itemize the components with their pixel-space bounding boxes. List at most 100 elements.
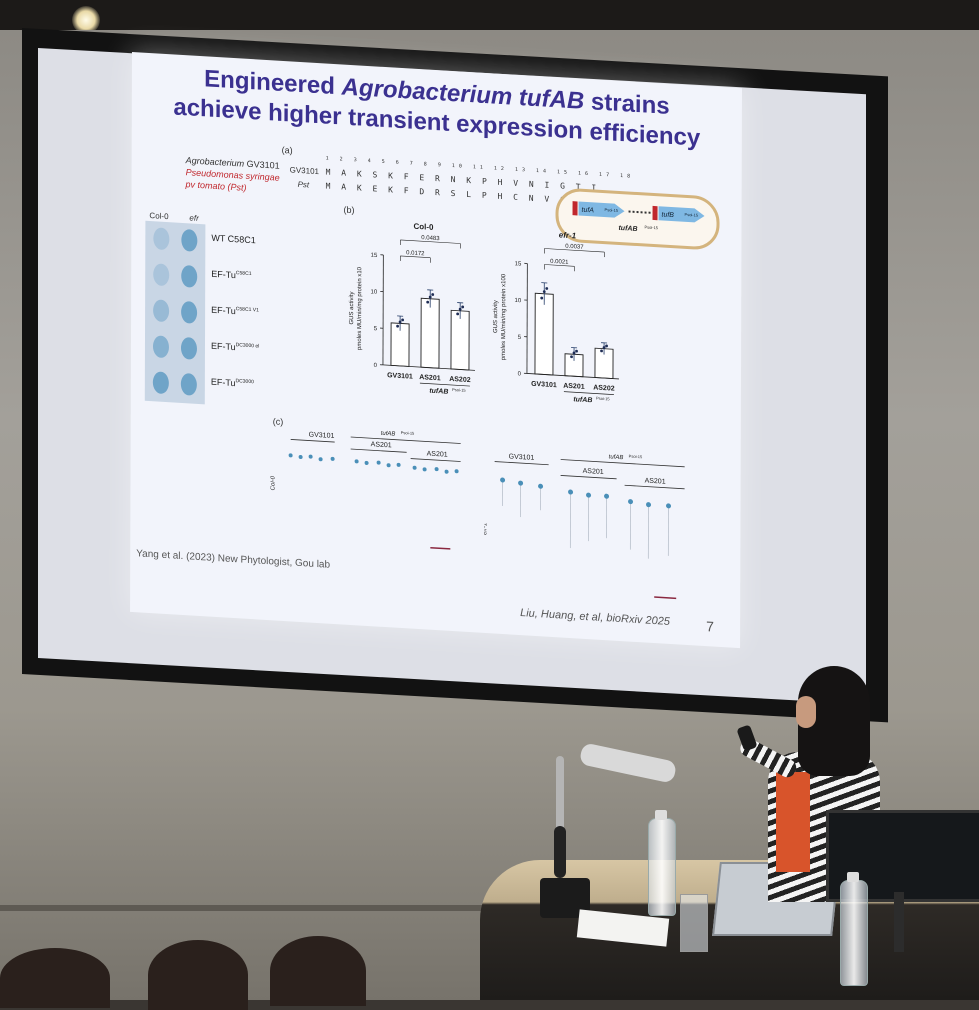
leaf-efr-2 bbox=[181, 265, 197, 288]
efr-as201-label-a: AS201 bbox=[583, 468, 604, 476]
y-axis-label-line2: pmoles MU/min/mg protein x10 bbox=[357, 266, 363, 350]
panel-b-label: (b) bbox=[343, 205, 354, 216]
strain-label: EF-TuC58C1 V1 bbox=[211, 305, 259, 318]
species-pst: pv tomato (Pst) bbox=[186, 179, 247, 193]
leaf-efr-3 bbox=[181, 301, 197, 324]
p-value-label: 0.0021 bbox=[550, 259, 569, 266]
efr-tufab-superscript: Psoi-15 bbox=[629, 454, 643, 460]
seedling-as201-bracket-b bbox=[411, 459, 461, 462]
monitor-stand bbox=[894, 892, 904, 952]
y-tick-label: 15 bbox=[371, 253, 378, 259]
tufa-label: tufA bbox=[582, 207, 595, 215]
promoter-2 bbox=[653, 206, 658, 220]
data-point bbox=[575, 350, 578, 353]
seedling-tufab-superscript: Psoi-15 bbox=[401, 430, 415, 436]
data-point bbox=[459, 308, 462, 311]
panel-a-label: (a) bbox=[282, 145, 293, 156]
bar-as201 bbox=[421, 298, 439, 368]
data-point bbox=[401, 318, 404, 321]
tufa-superscript: Psoi-15 bbox=[605, 207, 619, 213]
y-tick-label: 0 bbox=[518, 371, 522, 377]
efr-as201-bracket-b bbox=[625, 485, 685, 489]
alignment-row1-label: GV3101 bbox=[290, 165, 319, 176]
data-point bbox=[461, 305, 464, 308]
presentation-slide: Engineered Agrobacterium tufAB strains a… bbox=[130, 52, 742, 648]
leaf-staining-panel bbox=[145, 221, 206, 405]
strain-label-superscript: C58C1 bbox=[236, 270, 252, 277]
efr1-seedling-roots bbox=[502, 480, 668, 560]
efr1-scale-bar bbox=[654, 597, 676, 598]
x-tick-label: AS201 bbox=[563, 383, 585, 391]
leaf-column-efr: efr bbox=[189, 213, 198, 223]
data-point bbox=[545, 287, 548, 290]
leaf-col0-5 bbox=[153, 371, 169, 394]
y-tick-label: 10 bbox=[515, 298, 522, 304]
efr-as201-label-b: AS201 bbox=[645, 477, 666, 485]
y-axis-label-line1: GUS activity bbox=[349, 291, 355, 324]
strain-label-superscript: DC3000 el bbox=[236, 342, 260, 349]
seedling-as201-label-a: AS201 bbox=[371, 441, 392, 449]
bar-as202 bbox=[451, 310, 469, 370]
strain-label: EF-TuDC3000 bbox=[211, 377, 254, 390]
group-label: tufAB bbox=[429, 388, 448, 396]
efr-gv3101-bracket bbox=[495, 462, 549, 465]
microphone bbox=[554, 826, 566, 878]
drinking-glass bbox=[680, 894, 708, 952]
tufb-label: tufB bbox=[662, 211, 675, 219]
slide-page-number: 7 bbox=[706, 618, 714, 634]
audience-head-3 bbox=[270, 936, 366, 1006]
water-bottle-left bbox=[648, 818, 676, 916]
strain-label-base: EF-Tu bbox=[211, 377, 236, 388]
y-axis-label-line2: pmoles MU/min/mg protein x100 bbox=[501, 273, 507, 360]
leaf-efr-1 bbox=[181, 229, 197, 252]
bar-gv3101 bbox=[535, 293, 553, 375]
strain-label-base: EF-Tu bbox=[211, 341, 236, 352]
presenter-face bbox=[796, 696, 816, 728]
leaf-efr-4 bbox=[181, 337, 197, 360]
leaf-efr-5 bbox=[181, 373, 197, 396]
efr-gv3101-label: GV3101 bbox=[509, 453, 535, 462]
p-value-label: 0.0483 bbox=[421, 235, 440, 242]
leaf-col0-1 bbox=[153, 227, 169, 250]
water-bottle-right bbox=[840, 880, 868, 986]
data-point bbox=[429, 296, 432, 299]
y-axis-label-line1: GUS activity bbox=[493, 300, 499, 333]
chart-title: efr-1 bbox=[559, 230, 577, 240]
y-tick-label: 10 bbox=[371, 289, 378, 295]
p-value-label: 0.0037 bbox=[565, 244, 584, 251]
seedling-gv3101-label: GV3101 bbox=[309, 432, 335, 441]
x-tick-label: AS201 bbox=[419, 374, 441, 382]
seedling-tufab-bracket bbox=[351, 437, 461, 444]
strain-label-base: EF-Tu bbox=[211, 269, 236, 280]
efr-tufab-label: tufAB bbox=[609, 454, 624, 461]
leaf-col0-3 bbox=[153, 299, 169, 322]
x-tick-label: AS202 bbox=[449, 376, 471, 384]
leaf-column-col0: Col-0 bbox=[149, 211, 168, 221]
plasmid-caption: tufAB bbox=[618, 225, 637, 233]
group-label: tufAB bbox=[573, 396, 592, 404]
audience-head-1 bbox=[0, 948, 110, 1008]
y-tick-label: 5 bbox=[518, 335, 522, 341]
group-label-superscript: Psoi-15 bbox=[596, 396, 610, 402]
data-point bbox=[431, 293, 434, 296]
seedling-as201-label-b: AS201 bbox=[427, 451, 448, 459]
y-tick-label: 0 bbox=[374, 363, 378, 369]
x-tick-label: GV3101 bbox=[531, 381, 557, 390]
water-bottle-left-cap bbox=[655, 810, 667, 820]
efr-as201-bracket-a bbox=[561, 475, 617, 478]
promoter-1 bbox=[573, 201, 578, 215]
y-tick-label: 15 bbox=[515, 261, 522, 267]
alignment-row2-label: Pst bbox=[298, 180, 310, 190]
seedling-col0-row-label: Col-0 bbox=[271, 475, 277, 490]
chart-title: Col-0 bbox=[413, 222, 434, 232]
leaf-col0-2 bbox=[153, 263, 169, 286]
tufb-superscript: Psoi-15 bbox=[685, 212, 699, 218]
strain-label-superscript: C58C1 V1 bbox=[236, 306, 259, 313]
x-tick-label: AS202 bbox=[593, 384, 615, 392]
strain-label-base: WT C58C1 bbox=[211, 233, 255, 246]
group-label-superscript: Psoi-15 bbox=[452, 387, 466, 393]
data-point bbox=[605, 344, 608, 347]
leaf-col0-4 bbox=[153, 335, 169, 358]
seedlings-efr1: GV3101 tufAB Psoi-15 AS201 AS201 efr-1 bbox=[484, 445, 695, 617]
